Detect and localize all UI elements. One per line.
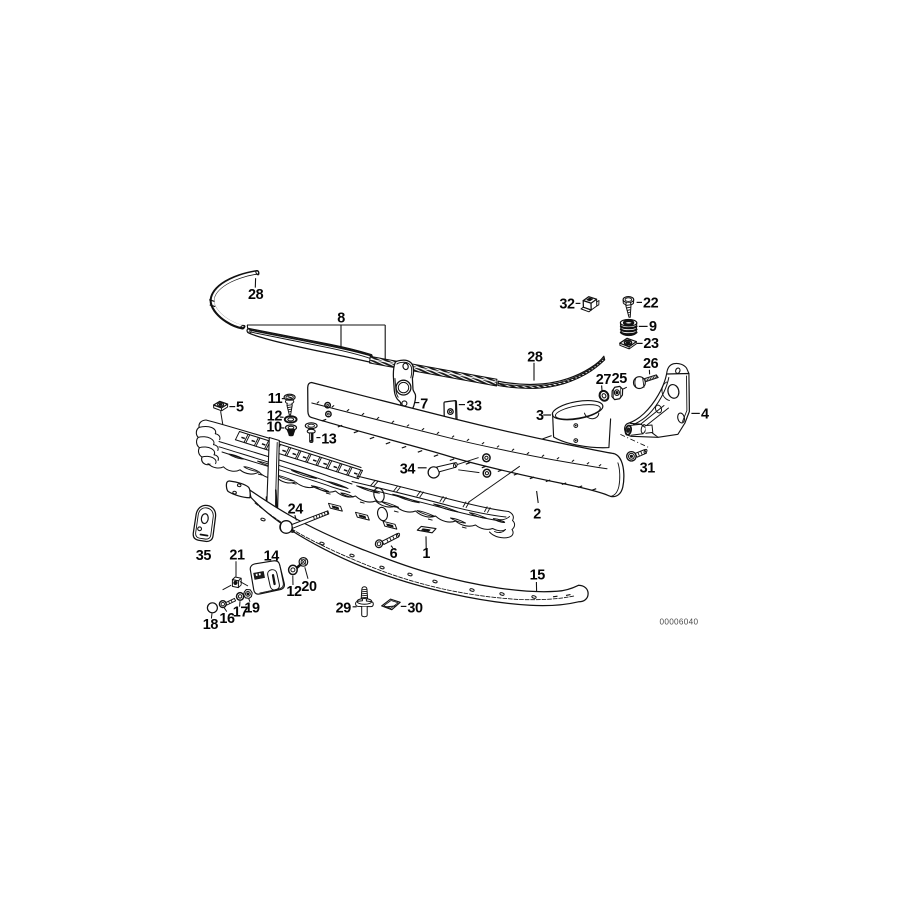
svg-text:17: 17 (233, 605, 249, 621)
svg-text:11: 11 (268, 391, 283, 407)
svg-text:27: 27 (596, 372, 612, 388)
svg-text:23: 23 (643, 336, 659, 352)
svg-text:1: 1 (422, 546, 430, 562)
svg-text:4: 4 (701, 406, 709, 422)
svg-text:19: 19 (244, 601, 260, 617)
svg-text:8: 8 (337, 311, 345, 327)
svg-text:33: 33 (466, 398, 482, 414)
svg-text:21: 21 (229, 548, 245, 564)
svg-text:26: 26 (643, 356, 659, 372)
svg-text:5: 5 (236, 399, 244, 415)
svg-text:34: 34 (400, 461, 416, 477)
svg-text:00006040: 00006040 (660, 618, 699, 627)
svg-text:20: 20 (301, 579, 317, 595)
svg-text:28: 28 (527, 349, 543, 365)
svg-text:9: 9 (649, 319, 657, 335)
svg-text:12: 12 (286, 584, 302, 600)
svg-text:35: 35 (196, 548, 212, 564)
svg-text:28: 28 (248, 287, 264, 303)
svg-text:32: 32 (559, 296, 575, 312)
svg-text:16: 16 (219, 611, 235, 627)
svg-text:3: 3 (536, 408, 544, 424)
svg-text:12: 12 (267, 409, 283, 425)
svg-text:18: 18 (203, 617, 219, 633)
svg-text:10: 10 (266, 420, 282, 436)
svg-text:13: 13 (321, 431, 337, 447)
svg-text:7: 7 (420, 396, 428, 412)
svg-text:2: 2 (533, 506, 541, 522)
svg-text:15: 15 (530, 567, 546, 583)
svg-text:30: 30 (407, 601, 423, 617)
svg-text:6: 6 (390, 546, 398, 562)
svg-text:25: 25 (612, 371, 628, 387)
svg-text:22: 22 (643, 295, 659, 311)
svg-text:24: 24 (288, 502, 304, 518)
svg-text:29: 29 (336, 601, 352, 617)
svg-text:31: 31 (640, 461, 656, 477)
